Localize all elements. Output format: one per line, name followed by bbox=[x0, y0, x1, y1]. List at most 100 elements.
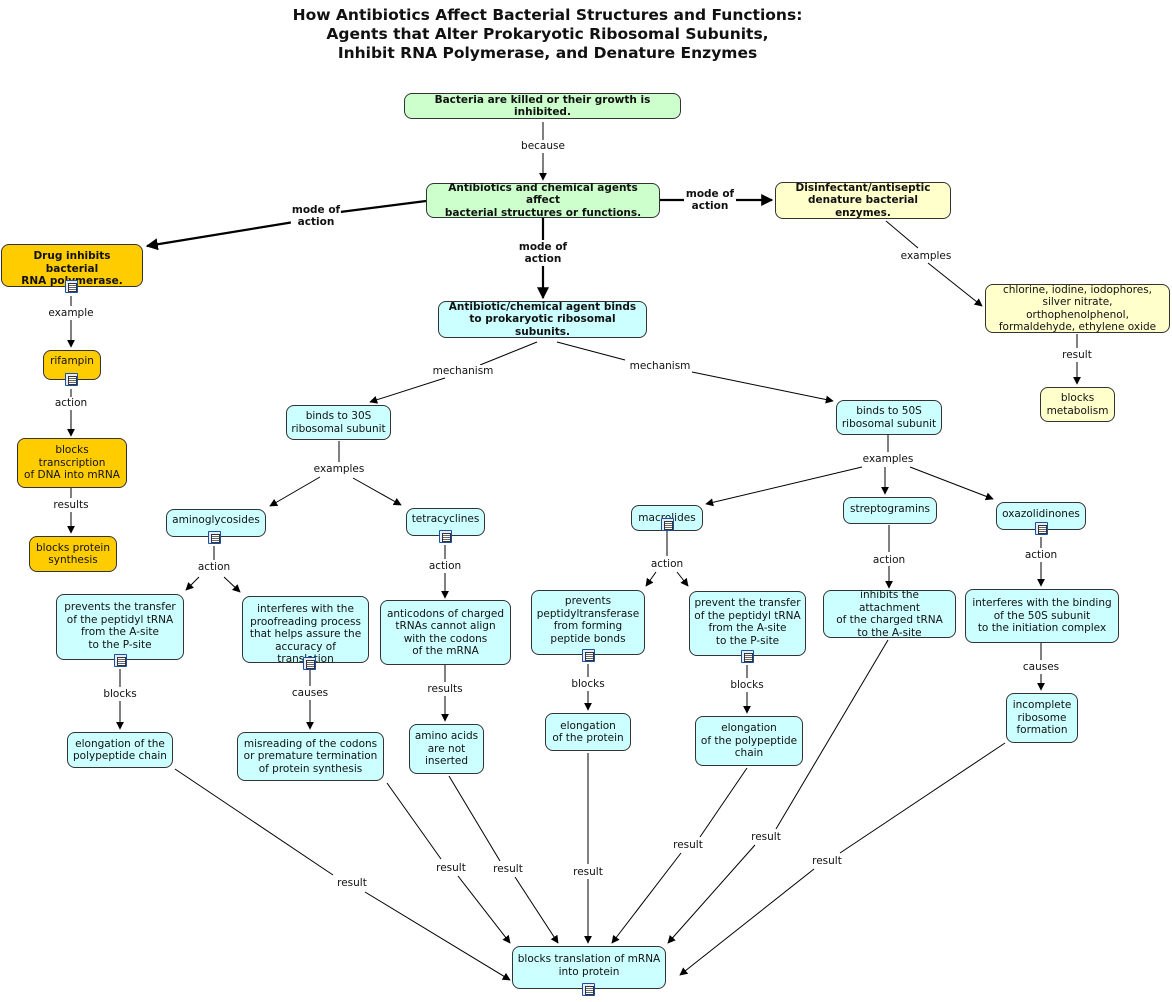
title-line-3: Inhibit RNA Polymerase, and Denature Enz… bbox=[337, 44, 758, 62]
document-icon[interactable] bbox=[661, 518, 674, 531]
link-label-result-4: result bbox=[572, 866, 604, 878]
link-label-examples-30s: examples bbox=[312, 463, 366, 475]
link-label-action-oxazolidinones: action bbox=[1023, 549, 1059, 561]
node-inhibits-attachment[interactable]: inhibits the attachment of the charged t… bbox=[823, 589, 956, 639]
edge-act-macro-right bbox=[676, 571, 689, 587]
link-label-mechanism-right: mechanism bbox=[628, 360, 692, 372]
node-bacteria-killed[interactable]: Bacteria are killed or their growth is i… bbox=[404, 93, 681, 119]
edge-moa-left-out bbox=[145, 220, 295, 251]
link-label-action-aminoglycosides: action bbox=[196, 561, 232, 573]
edge-ex50-oxaz bbox=[909, 466, 994, 501]
node-disinfectant-examples[interactable]: chlorine, iodine, iodophores, silver nit… bbox=[985, 284, 1170, 333]
link-label-result-disinfectant: result bbox=[1061, 349, 1093, 361]
link-label-result-3: result bbox=[492, 863, 524, 875]
edge-examples-dis-out bbox=[927, 262, 983, 307]
link-label-action-tetracyclines: action bbox=[427, 560, 463, 572]
edge-res7-out bbox=[679, 868, 815, 976]
document-icon[interactable] bbox=[439, 530, 452, 543]
link-label-result-6: result bbox=[750, 831, 782, 843]
link-label-result-7: result bbox=[811, 855, 843, 867]
link-label-causes-a: causes bbox=[290, 687, 330, 699]
link-label-blocks-c: blocks bbox=[729, 679, 765, 691]
link-label-result-5: result bbox=[672, 839, 704, 851]
link-label-results-tetracyclines: results bbox=[426, 683, 464, 695]
document-icon[interactable] bbox=[1035, 522, 1048, 535]
link-label-result-2: result bbox=[435, 862, 467, 874]
document-icon[interactable] bbox=[65, 280, 78, 293]
document-icon[interactable] bbox=[303, 657, 316, 670]
node-amino-acids-not-inserted[interactable]: amino acids are not inserted bbox=[409, 724, 484, 774]
node-interferes-binding[interactable]: interferes with the binding of the 50S s… bbox=[965, 589, 1119, 643]
edge-mech-left-in bbox=[479, 341, 538, 366]
node-prevents-transfer-a[interactable]: prevents the transfer of the peptidyl tR… bbox=[56, 594, 184, 660]
node-prevent-transfer-b[interactable]: prevent the transfer of the peptidyl tRN… bbox=[689, 591, 806, 656]
link-label-examples-disinfectant: examples bbox=[899, 250, 953, 262]
node-drug-inhibits-rna-polymerase[interactable]: Drug inhibits bacterial RNA polymerase. bbox=[1, 244, 143, 287]
link-label-result-1: result bbox=[336, 877, 368, 889]
edge-res6-out bbox=[667, 844, 756, 944]
node-anticodons[interactable]: anticodons of charged tRNAs cannot align… bbox=[380, 600, 511, 665]
edge-mech-right-in bbox=[556, 341, 626, 361]
node-prevents-peptidyltransferase[interactable]: prevents peptidyltransferase from formin… bbox=[531, 590, 645, 655]
node-elongation-polypeptide-b[interactable]: elongation of the polypeptide chain bbox=[695, 716, 803, 766]
edge-res6-in bbox=[775, 639, 889, 830]
edge-res5-in bbox=[699, 767, 748, 838]
link-label-mechanism-left: mechanism bbox=[431, 365, 495, 377]
edge-ex30-aminogly bbox=[269, 476, 321, 507]
link-label-example: example bbox=[47, 307, 95, 319]
document-icon[interactable] bbox=[114, 654, 127, 667]
document-icon[interactable] bbox=[582, 649, 595, 662]
diagram-title: How Antibiotics Affect Bacterial Structu… bbox=[0, 6, 1095, 63]
title-line-2: Agents that Alter Prokaryotic Ribosomal … bbox=[326, 25, 769, 43]
link-label-mode-of-action-right: mode of action bbox=[684, 188, 736, 212]
link-label-action-rifampin: action bbox=[53, 397, 89, 409]
edge-res5-out bbox=[611, 852, 682, 944]
node-interferes-proofreading[interactable]: interferes with the proofreading process… bbox=[242, 596, 369, 665]
link-label-results-rifampin: results bbox=[52, 499, 90, 511]
node-blocks-protein-synthesis[interactable]: blocks protein synthesis bbox=[29, 536, 117, 572]
link-label-examples-50s: examples bbox=[861, 453, 915, 465]
node-elongation-polypeptide-a[interactable]: elongation of the polypeptide chain bbox=[67, 732, 173, 768]
node-streptogramins[interactable]: streptogramins bbox=[843, 497, 937, 524]
edge-examples-dis-in bbox=[885, 220, 919, 249]
node-disinfectant[interactable]: Disinfectant/antiseptic denature bacteri… bbox=[775, 182, 951, 219]
edge-res3-in bbox=[448, 775, 501, 862]
edge-ex50-macro bbox=[705, 466, 863, 507]
node-binds-ribosomal-subunits[interactable]: Antibiotic/chemical agent binds to proka… bbox=[438, 301, 647, 338]
edge-act-amino-left bbox=[185, 576, 200, 591]
edge-act-macro-left bbox=[645, 571, 657, 587]
node-binds-50s[interactable]: binds to 50S ribosomal subunit bbox=[836, 400, 942, 435]
edge-moa-left-in bbox=[339, 199, 427, 214]
edge-res7-in bbox=[839, 742, 1006, 854]
node-blocks-transcription[interactable]: blocks transcription of DNA into mRNA bbox=[17, 438, 127, 488]
edge-res3-out bbox=[514, 876, 559, 944]
link-label-causes-b: causes bbox=[1021, 661, 1061, 673]
edge-act-amino-right bbox=[223, 576, 241, 593]
node-blocks-translation[interactable]: blocks translation of mRNA into protein bbox=[512, 946, 666, 989]
link-label-mode-of-action-center: mode of action bbox=[517, 241, 569, 265]
node-blocks-metabolism[interactable]: blocks metabolism bbox=[1040, 387, 1115, 422]
node-misreading[interactable]: misreading of the codons or premature te… bbox=[237, 732, 384, 781]
node-binds-30s[interactable]: binds to 30S ribosomal subunit bbox=[286, 405, 391, 440]
link-label-blocks-a: blocks bbox=[102, 688, 138, 700]
document-icon[interactable] bbox=[65, 373, 78, 386]
edge-ex30-tetra bbox=[352, 477, 402, 506]
node-antibiotics-affect[interactable]: Antibiotics and chemical agents affect b… bbox=[426, 182, 660, 219]
link-label-mode-of-action-left: mode of action bbox=[290, 204, 342, 228]
edge-res1-out bbox=[364, 891, 511, 981]
link-label-action-streptogramins: action bbox=[871, 554, 907, 566]
edge-mech-right-out bbox=[691, 371, 834, 404]
edge-res2-in bbox=[386, 782, 442, 860]
edge-res1-in bbox=[174, 768, 334, 876]
node-incomplete-ribosome[interactable]: incomplete ribosome formation bbox=[1006, 693, 1078, 743]
link-label-because: because bbox=[520, 140, 566, 152]
document-icon[interactable] bbox=[582, 983, 595, 996]
link-label-action-macrolides: action bbox=[649, 558, 685, 570]
document-icon[interactable] bbox=[208, 531, 221, 544]
link-label-blocks-b: blocks bbox=[570, 678, 606, 690]
node-elongation-protein[interactable]: elongation of the protein bbox=[545, 713, 631, 751]
document-icon[interactable] bbox=[741, 650, 754, 663]
edge-res2-out bbox=[457, 875, 511, 944]
edge-mech-left-out bbox=[369, 377, 446, 404]
